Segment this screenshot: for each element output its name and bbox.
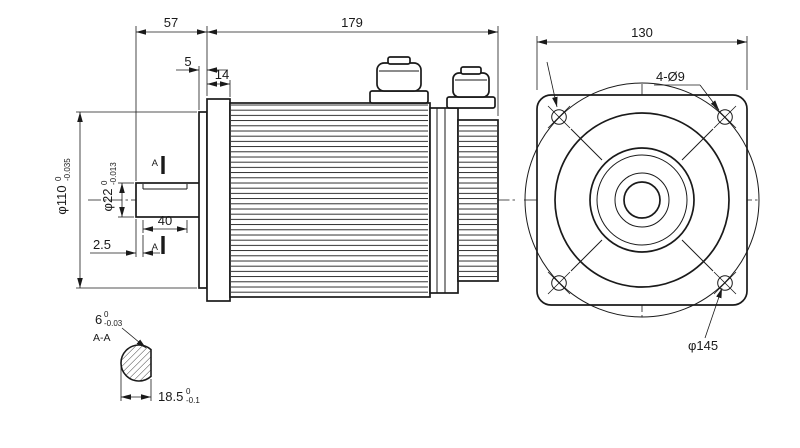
boss-inner-circle [596, 154, 688, 246]
dim-phi110-text: φ110 0 -0.035 [54, 158, 72, 215]
connector-power [369, 56, 429, 104]
hole-circle [717, 109, 733, 125]
leader-line [121, 327, 147, 349]
dim-5: 5 [176, 54, 228, 110]
flange-plate [206, 98, 231, 302]
dim-57-label: 57 [164, 15, 178, 30]
dim-40: 40 [142, 213, 188, 233]
dim-phi22-tol-upper: 0 [100, 180, 109, 185]
connector-cap [387, 56, 411, 65]
dim-18-5-tol-upper: 0 [186, 387, 191, 396]
dim-phi110: φ110 0 -0.035 [54, 111, 197, 289]
section-mark-a-bottom-label: A [152, 242, 159, 253]
connector-base [446, 96, 496, 109]
dim-18-5-tol-lower: -0.1 [186, 396, 200, 405]
dim-14-label: 14 [215, 67, 229, 82]
connector-body [376, 62, 422, 92]
dim-14: 14 [207, 67, 231, 97]
rib-line [570, 128, 603, 161]
bolt-circle [524, 82, 760, 318]
dim-phi110-label: φ110 [54, 185, 69, 214]
section-title-label: A-A [93, 332, 111, 344]
dim-6-label: 6 [95, 312, 102, 327]
dim-phi22-text: φ22 0 -0.013 [100, 162, 118, 212]
hole-crosshair [547, 271, 571, 295]
shaft-circle [623, 181, 661, 219]
pilot-spigot [198, 111, 208, 289]
shaft-outline [135, 182, 201, 218]
dim-6-tol-lower: -0.03 [104, 319, 123, 328]
bolt-circle-note: φ145 [688, 287, 723, 353]
dim-57: 57 [135, 15, 208, 181]
dim-18-5-label: 18.5 [158, 389, 183, 404]
hole-circle [551, 275, 567, 291]
dim-phi22-tol-lower: -0.013 [109, 162, 118, 185]
connector-base [369, 90, 429, 104]
section-a-a-view: 6 0 -0.03 A-A 18.5 0 -0.1 [93, 310, 200, 405]
mounting-hole [713, 271, 737, 295]
hole-crosshair [713, 105, 737, 129]
rib-line [570, 239, 603, 272]
hole-circle [551, 109, 567, 125]
dim-179: 179 [207, 15, 499, 116]
hole-crosshair [547, 105, 571, 129]
dim-5-label: 5 [184, 54, 191, 69]
side-view-dimensions: 57 179 5 14 40 [54, 15, 499, 289]
dim-18-5: 18.5 0 -0.1 [120, 366, 200, 405]
section-cut-marks: A A [152, 156, 165, 254]
motor-shaft [135, 182, 201, 218]
holes-note-label: 4-Ø9 [656, 69, 685, 84]
connector-encoder [446, 66, 496, 109]
rib-line [681, 128, 714, 161]
cooling-ribs [231, 104, 428, 297]
mounting-hole [547, 105, 571, 129]
dim-6-tol-upper: 0 [104, 310, 109, 319]
dim-179-label: 179 [341, 15, 363, 30]
mounting-hole [713, 105, 737, 129]
dim-130-label: 130 [631, 25, 653, 40]
mounting-hole [547, 271, 571, 295]
hole-circle [717, 275, 733, 291]
dim-phi22: φ22 0 -0.013 [100, 162, 134, 218]
rear-cap [429, 107, 459, 294]
motor-body [229, 102, 431, 298]
rear-housing [429, 107, 499, 294]
dim-130: 130 [536, 25, 748, 90]
encoder-ribs [459, 122, 497, 280]
dim-40-label: 40 [158, 213, 172, 228]
leader-line [546, 61, 558, 108]
dim-2-5: 2.5 [90, 219, 160, 257]
rib-diagonals [570, 128, 714, 272]
section-mark-a-top-label: A [152, 158, 159, 169]
dim-2-5-label: 2.5 [93, 237, 111, 252]
shaft-section-outline [120, 344, 152, 382]
connector-body [452, 72, 490, 98]
holes-note: 4-Ø9 [546, 61, 720, 111]
leader-line [704, 287, 723, 339]
bolt-circle-label: φ145 [688, 338, 718, 353]
shaft-boss-circle [614, 172, 670, 228]
leader-line [699, 84, 720, 111]
rib-line [681, 239, 714, 272]
side-view: A A [88, 56, 518, 302]
dim-6: 6 0 -0.03 [95, 310, 147, 349]
connector-cap [460, 66, 482, 75]
dim-phi110-tol-upper: 0 [54, 176, 63, 181]
dim-phi110-tol-lower: -0.035 [63, 158, 72, 181]
dim-phi22-label: φ22 [100, 189, 115, 212]
front-view: 130 4-Ø9 φ145 [524, 25, 760, 353]
